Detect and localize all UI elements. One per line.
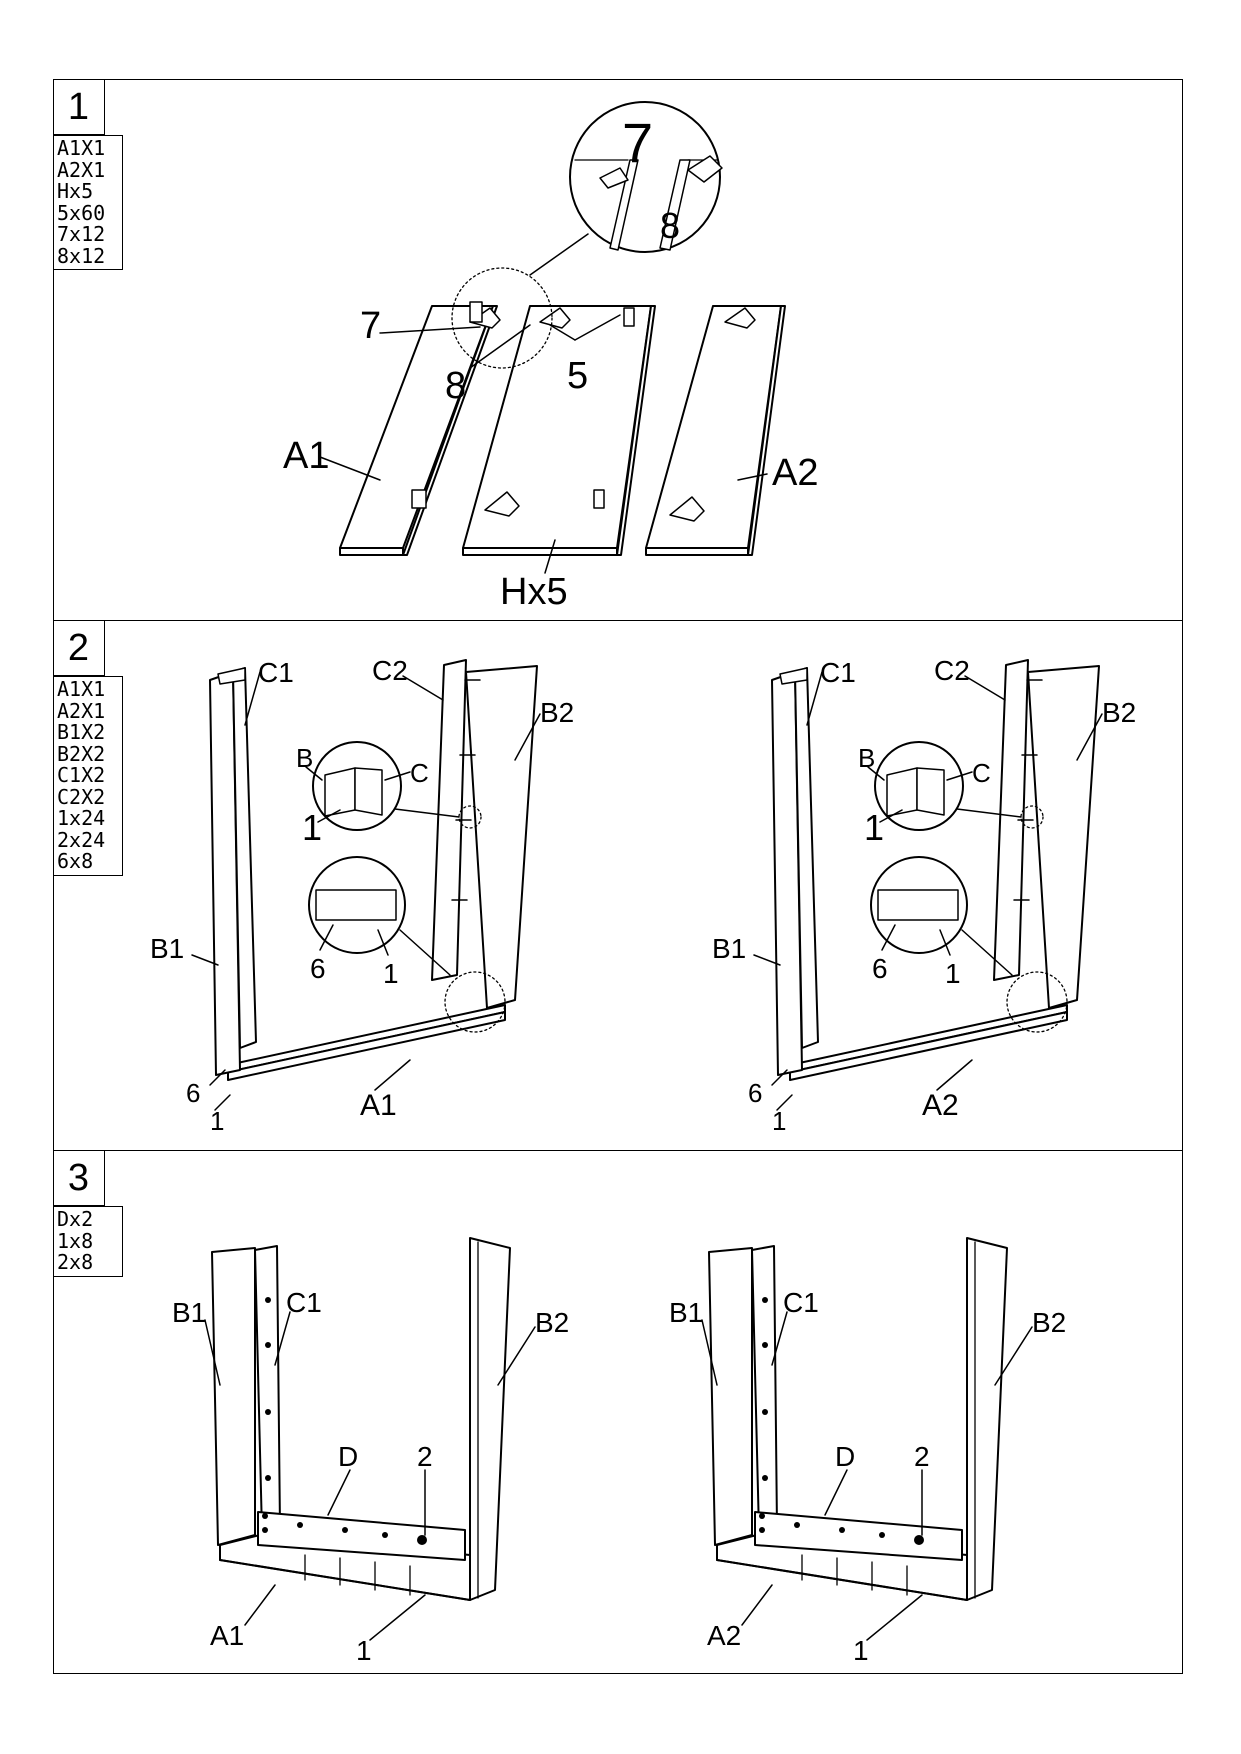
- parts-list-item: A1X1: [57, 677, 106, 701]
- label-b1: B1: [172, 1297, 206, 1328]
- parts-list-item: 8x12: [57, 243, 106, 268]
- label-foot-1: 1: [772, 1106, 786, 1136]
- step-number-3: 3: [53, 1150, 105, 1206]
- step-2-right-assembly: C1 C2 B2 B1 B C 1 6 1 A2 6 1: [712, 655, 1136, 1136]
- label-b2: B2: [535, 1307, 569, 1338]
- label-d: D: [338, 1441, 358, 1472]
- parts-list-item: C2X2: [57, 784, 106, 809]
- zoom-region: [451, 267, 553, 369]
- label-dowel-1: 1: [853, 1635, 869, 1666]
- parts-list-item: A2X1: [57, 698, 106, 723]
- parts-list-item: 1x8: [57, 1228, 94, 1253]
- label-c2: C2: [372, 655, 408, 686]
- label-screw-2: 2: [914, 1441, 930, 1472]
- label-b: B: [296, 743, 313, 773]
- label-foot-1: 1: [210, 1106, 224, 1136]
- step-divider-2: [53, 620, 1183, 621]
- parts-list-item: A2X1: [57, 157, 106, 182]
- label-dowel-1a: 1: [864, 807, 884, 848]
- panel-hinge: [462, 305, 656, 556]
- label-b1: B1: [712, 933, 746, 964]
- label-b: B: [858, 743, 875, 773]
- parts-list-item: Dx2: [57, 1207, 94, 1231]
- step-2-left-assembly: C1 C2 B2 B1 B C 1 6 1 A1 6 1: [150, 655, 574, 1136]
- label-foot-6: 6: [186, 1078, 200, 1108]
- label-base: A2: [922, 1089, 959, 1122]
- label-b2: B2: [1102, 697, 1136, 728]
- label-base: A1: [210, 1620, 244, 1651]
- parts-list-item: 1x24: [57, 806, 106, 830]
- label-screw-7: 7: [360, 305, 381, 347]
- label-cam-8: 8: [445, 365, 466, 407]
- label-cam-6: 6: [872, 953, 888, 984]
- leader-lines-step-1: [319, 314, 768, 574]
- panel-a2: [645, 305, 786, 556]
- parts-list-item: A1X1: [57, 136, 106, 160]
- labels-step-1: 7 8 5 A1 A2 Hx5 7 8: [283, 111, 818, 613]
- parts-list-item: 5x60: [57, 200, 106, 225]
- parts-list-item: 2x8: [57, 1250, 94, 1274]
- zoom-label-7: 7: [622, 111, 653, 174]
- step-3-left-assembly: B1 C1 B2 D 2 A1 1: [172, 1237, 569, 1666]
- label-c2: C2: [934, 655, 970, 686]
- zoom-label-8: 8: [660, 205, 680, 246]
- step-number-1: 1: [53, 79, 105, 135]
- label-panel-a2: A2: [772, 452, 818, 494]
- label-c1: C1: [258, 657, 294, 688]
- step-1-drawing: 7 8 5 A1 A2 Hx5 7 8: [283, 101, 818, 613]
- label-dowel-1: 1: [356, 1635, 372, 1666]
- label-dowel-5: 5: [567, 355, 588, 397]
- label-panel-a1: A1: [283, 435, 329, 477]
- outer-frame: [53, 79, 1183, 1674]
- parts-list-item: 2x24: [57, 827, 106, 852]
- hinge-hardware: [411, 301, 756, 522]
- label-screw-2: 2: [417, 1441, 433, 1472]
- label-cam-6: 6: [310, 953, 326, 984]
- label-base: A1: [360, 1089, 397, 1122]
- parts-list-item: Hx5: [57, 179, 94, 203]
- label-d: D: [835, 1441, 855, 1472]
- parts-list-item: B2X2: [57, 741, 106, 766]
- label-dowel-1a: 1: [302, 807, 322, 848]
- label-c1: C1: [286, 1287, 322, 1318]
- label-b2: B2: [1032, 1307, 1066, 1338]
- label-dowel-1b: 1: [383, 958, 399, 989]
- zoom-circle: [569, 101, 723, 253]
- label-c1: C1: [820, 657, 856, 688]
- label-c: C: [972, 758, 991, 788]
- step-divider-3: [53, 1150, 1183, 1151]
- parts-list-item: C1X2: [57, 763, 106, 787]
- step-3-right-assembly: B1 C1 B2 D 2 A2 1: [669, 1237, 1066, 1666]
- label-b2: B2: [540, 697, 574, 728]
- label-base: A2: [707, 1620, 741, 1651]
- label-hinge: Hx5: [500, 571, 568, 613]
- label-b1: B1: [669, 1297, 703, 1328]
- label-c: C: [410, 758, 429, 788]
- parts-list-item: 7x12: [57, 222, 106, 246]
- label-b1: B1: [150, 933, 184, 964]
- parts-list-item: B1X2: [57, 720, 106, 744]
- parts-list-item: 6x8: [57, 849, 94, 873]
- label-c1: C1: [783, 1287, 819, 1318]
- step-number-2: 2: [53, 620, 105, 676]
- label-foot-6: 6: [748, 1078, 762, 1108]
- label-dowel-1b: 1: [945, 958, 961, 989]
